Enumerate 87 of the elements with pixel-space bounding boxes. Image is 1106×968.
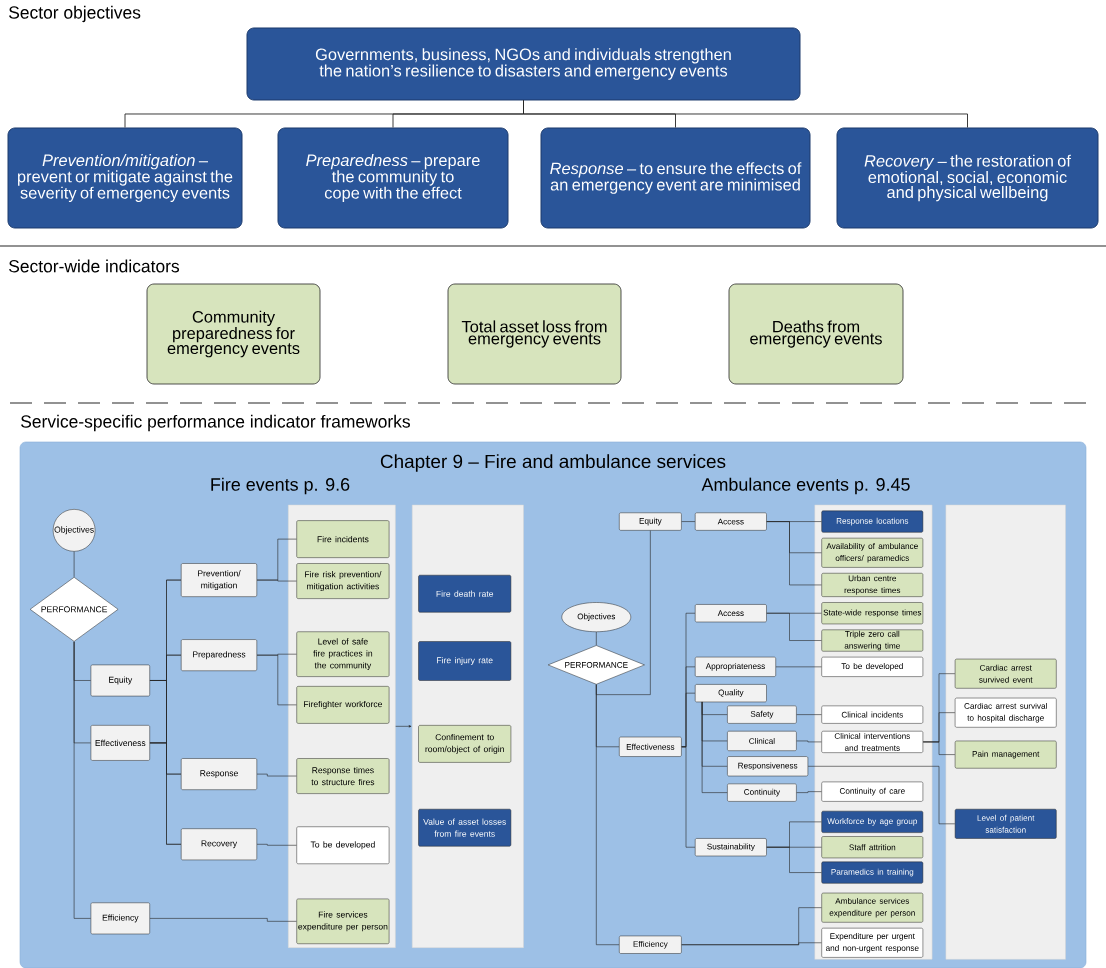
framework-box: Efficiency	[90, 902, 150, 935]
indicator-box: Total asset loss from emergency events	[447, 283, 622, 385]
connector	[523, 100, 968, 128]
framework-heading: Fire events p. 9.6	[211, 477, 350, 495]
connector	[766, 521, 822, 586]
objective-box: Response – to ensure the effects of an emergency event are minimised	[540, 127, 811, 229]
connector	[256, 579, 297, 582]
indicator-box: To be developed	[821, 656, 924, 677]
framework-box: Continuity	[727, 783, 797, 802]
objective-box: Prevention/mitigation – prevent or mitigate against the severity of emergency events	[7, 127, 243, 229]
framework-box: Responsiveness	[727, 756, 809, 777]
framework-box: Equity	[90, 664, 150, 697]
framework-box: Preparedness	[180, 639, 258, 671]
framework-heading: Ambulance events p. 9.45	[701, 477, 910, 495]
connector	[596, 684, 620, 945]
framework-box: Response	[180, 758, 258, 790]
framework-box: Appropriateness	[694, 656, 776, 677]
connector	[775, 666, 822, 668]
section-heading: Service-specific performance indicator frameworks	[21, 414, 410, 432]
indicator-box: Clinical interventions and treatments	[821, 730, 924, 753]
indicator-box: Cardiac arrest survived event	[954, 658, 1057, 689]
indicator-box: Firefighter workforce	[296, 686, 390, 724]
framework-box: Efficiency	[619, 935, 682, 954]
indicator-box: Fire risk prevention/ mitigation activities	[296, 563, 390, 599]
section-heading: Sector objectives	[9, 5, 141, 23]
connector	[807, 766, 956, 825]
indicator-box: Level of safe fire practices in the community	[296, 631, 390, 677]
indicator-box: Fire services expenditure per person	[296, 898, 390, 944]
indicator-box: Response times to structure fires	[296, 758, 390, 794]
framework-box: Clinical	[727, 730, 797, 751]
connector	[596, 631, 597, 646]
connector	[596, 530, 651, 695]
indicator-box: State-wide response times	[821, 602, 924, 625]
connector	[766, 612, 822, 641]
connector	[256, 654, 297, 706]
indicator-box: Response locations	[821, 510, 924, 533]
connector	[73, 551, 75, 578]
objective-box: Preparedness – prepare the community to cope with the effect	[277, 127, 509, 229]
arrow	[395, 725, 412, 728]
section-heading: Sector-wide indicators	[9, 259, 180, 273]
indicator-box: Deaths from emergency events	[728, 283, 904, 385]
connector	[922, 741, 956, 755]
connector	[256, 773, 297, 777]
connector	[681, 746, 696, 848]
indicator-box: Pain management	[954, 740, 1057, 769]
framework-box: Sustainability	[694, 838, 767, 857]
indicator-box: Triple zero call answering time	[821, 629, 924, 652]
indicator-box: Fire incidents	[296, 520, 390, 558]
framework-box: Effectiveness	[619, 736, 682, 757]
connector	[796, 714, 822, 715]
indicator-box: Continuity of care	[821, 781, 924, 802]
connector	[766, 846, 822, 873]
connector	[681, 942, 822, 945]
connector	[796, 740, 822, 743]
objective-box: Recovery – the restoration of emotional, social, economic and physical wellbeing	[836, 127, 1099, 229]
indicator-box: Expenditure per urgent and non-urgent response	[821, 927, 924, 958]
indicator-box: Confinement to room/object of origin	[418, 725, 512, 763]
indicator-box: Urban centre response times	[821, 573, 924, 597]
indicator-box: Paramedics in training	[821, 861, 924, 884]
indicator-box: Workforce by age group	[821, 810, 924, 833]
indicator-box: Ambulance services expenditure per person	[821, 892, 924, 923]
framework-box: Recovery	[180, 828, 258, 861]
indicator-box: To be developed	[296, 826, 390, 865]
indicator-box: Value of asset losses from fire events	[418, 808, 512, 847]
indicator-box: Cardiac arrest survival to hospital discharge	[954, 697, 1057, 728]
framework-box: Effectiveness	[90, 725, 150, 761]
indicator-box: Fire injury rate	[418, 641, 512, 681]
framework-box: Access	[694, 604, 767, 623]
indicator-box: Community preparedness for emergency events	[146, 283, 321, 385]
framework-box: Quality	[694, 684, 767, 703]
connector	[701, 701, 728, 793]
indicator-box: Level of patient satisfaction	[954, 808, 1057, 839]
connector	[149, 742, 182, 845]
connector	[256, 844, 297, 846]
framework-box: Access	[694, 512, 767, 531]
objective-box: Governments, business, NGOs and individuals strengthen the nation’s resilience to disasters and emergency events	[246, 27, 801, 101]
framework-box: Equity	[619, 512, 682, 531]
connector	[681, 521, 696, 522]
indicator-box: Clinical incidents	[821, 705, 924, 724]
indicator-box: Staff attrition	[821, 836, 924, 859]
connector	[149, 918, 297, 922]
framework-box: Safety	[727, 705, 797, 724]
indicator-box: Fire death rate	[418, 574, 512, 613]
connector	[73, 641, 91, 919]
connector	[796, 791, 822, 793]
indicator-box: Availability of ambulance officers/ paramedics	[821, 537, 924, 568]
framework-box: Prevention/ mitigation	[180, 563, 258, 597]
